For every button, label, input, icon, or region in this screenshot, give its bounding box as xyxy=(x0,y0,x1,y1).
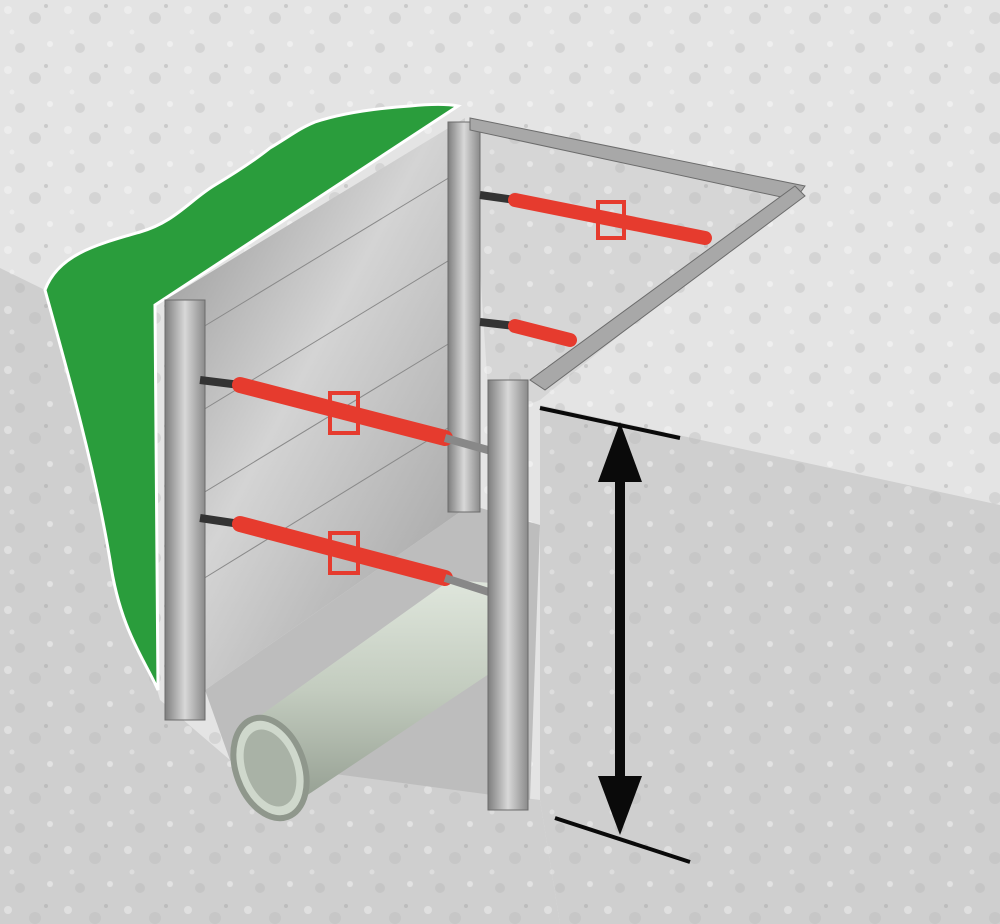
dimension-arrow-down xyxy=(598,776,642,835)
strut-front-lower xyxy=(199,514,497,598)
panel-seam xyxy=(164,167,466,351)
left-back-rail xyxy=(447,121,481,513)
trench-back-wall-texture xyxy=(470,118,800,420)
strut-back-lower xyxy=(479,318,577,347)
ground-face-texture-left xyxy=(0,268,560,924)
right-panel-top-edge xyxy=(529,185,806,391)
pipe xyxy=(230,580,525,822)
ground-face-texture-right xyxy=(540,405,1000,924)
dimension-arrow-up xyxy=(598,422,642,482)
pipe-body xyxy=(240,580,525,800)
strut-front-upper xyxy=(199,376,497,456)
dimension-bottom-tick xyxy=(554,816,691,864)
right-front-rail xyxy=(487,379,529,811)
panel-seam xyxy=(169,249,467,431)
panel-seam xyxy=(184,414,470,591)
dimension-top-tick xyxy=(539,406,681,440)
panel-seam xyxy=(174,331,469,511)
struts xyxy=(199,191,712,598)
left-front-rail xyxy=(164,299,206,721)
strut-back-upper xyxy=(479,191,712,245)
cut-soil-section xyxy=(43,103,462,691)
pipe-inner xyxy=(243,729,297,807)
depth-dimension xyxy=(539,406,691,864)
